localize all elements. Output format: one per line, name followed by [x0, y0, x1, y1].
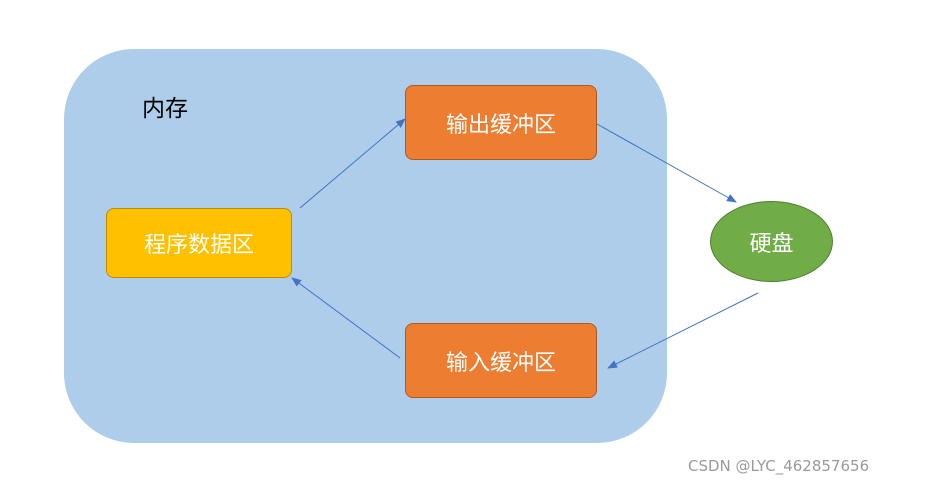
memory-label: 内存 [142, 96, 188, 122]
disk-node: 硬盘 [710, 201, 833, 282]
arrow-program-to-output [299, 118, 406, 209]
arrow-disk-to-input [607, 292, 759, 369]
watermark-text: CSDN @LYC_462857656 [688, 457, 870, 475]
input-buffer-node: 输入缓冲区 [405, 323, 597, 398]
program-data-node: 程序数据区 [106, 208, 292, 278]
arrow-input-to-program [291, 277, 401, 359]
arrow-output-to-disk [596, 123, 737, 203]
